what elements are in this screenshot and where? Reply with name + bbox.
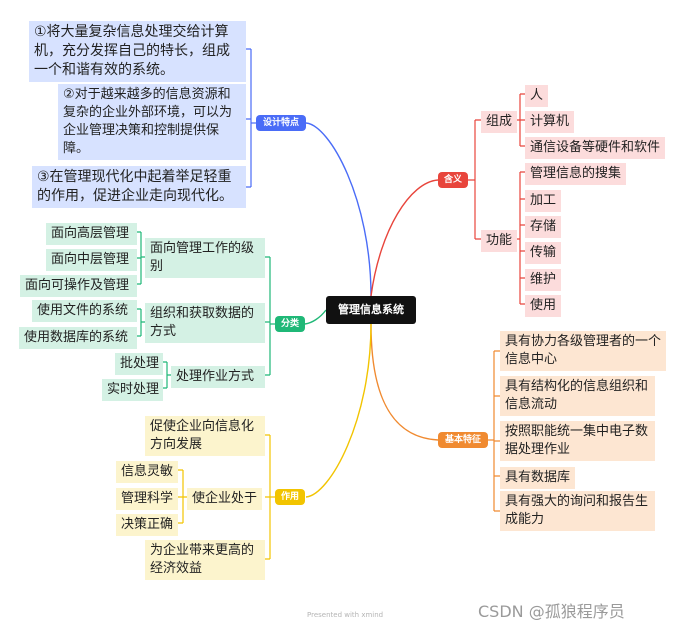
effect-sub-1[interactable]: 信息灵敏 [116,461,178,483]
effect-sub-3[interactable]: 决策正确 [116,514,178,536]
processing-item-2[interactable]: 实时处理 [102,379,163,401]
level-item-1[interactable]: 面向高层管理 [46,223,137,245]
feature-item-2[interactable]: 具有结构化的信息组织和信息流动 [500,376,655,416]
xmind-footer: Presented with xmind [307,611,384,619]
data-item-1[interactable]: 使用文件的系统 [32,300,137,322]
function-item-1[interactable]: 管理信息的搜集 [525,163,627,185]
feature-item-4[interactable]: 具有数据库 [500,467,576,489]
branch-effect-label[interactable]: 作用 [275,489,305,505]
data-item-2[interactable]: 使用数据库的系统 [19,327,137,349]
function-item-3[interactable]: 存储 [525,216,562,238]
effect-item-3[interactable]: 为企业带来更高的经济效益 [145,540,265,580]
meaning-function[interactable]: 功能 [481,230,518,252]
function-item-5[interactable]: 维护 [525,269,562,291]
csdn-watermark: CSDN @孤狼程序员 [478,602,625,621]
composition-item-1[interactable]: 人 [525,85,549,107]
feature-item-1[interactable]: 具有协力各级管理者的一个信息中心 [500,331,666,371]
class-group-processing[interactable]: 处理作业方式 [171,366,265,388]
meaning-composition[interactable]: 组成 [481,111,518,133]
design-item-2[interactable]: ②对于越来越多的信息资源和复杂的企业外部环境，可以为企业管理决策和控制提供保障。 [58,84,246,160]
level-item-2[interactable]: 面向中层管理 [46,249,137,271]
function-item-2[interactable]: 加工 [525,190,562,212]
effect-sub-2[interactable]: 管理科学 [116,488,178,510]
feature-item-3[interactable]: 按照职能统一集中电子数据处理作业 [500,421,655,461]
processing-item-1[interactable]: 批处理 [115,353,163,375]
class-group-level[interactable]: 面向管理工作的级别 [145,238,265,278]
design-item-1[interactable]: ①将大量复杂信息处理交给计算机，充分发挥自己的特长，组成一个和谐有效的系统。 [29,21,246,82]
design-item-3[interactable]: ③在管理现代化中起着举足轻重的作用，促进企业走向现代化。 [32,166,246,208]
function-item-6[interactable]: 使用 [525,295,562,317]
central-topic[interactable]: 管理信息系统 [326,296,416,324]
branch-design-label[interactable]: 设计特点 [256,115,306,131]
function-item-4[interactable]: 传输 [525,242,562,264]
effect-item-2[interactable]: 使企业处于 [187,488,263,510]
effect-item-1[interactable]: 促使企业向信息化方向发展 [145,416,265,456]
branch-meaning-label[interactable]: 含义 [438,172,468,188]
class-group-data[interactable]: 组织和获取数据的方式 [145,303,265,343]
feature-item-5[interactable]: 具有强大的询问和报告生成能力 [500,491,655,531]
composition-item-2[interactable]: 计算机 [525,111,575,133]
composition-item-3[interactable]: 通信设备等硬件和软件 [525,137,666,159]
level-item-3[interactable]: 面向可操作及管理 [20,275,137,297]
branch-classification-label[interactable]: 分类 [275,316,305,332]
branch-features-label[interactable]: 基本特征 [438,432,488,448]
